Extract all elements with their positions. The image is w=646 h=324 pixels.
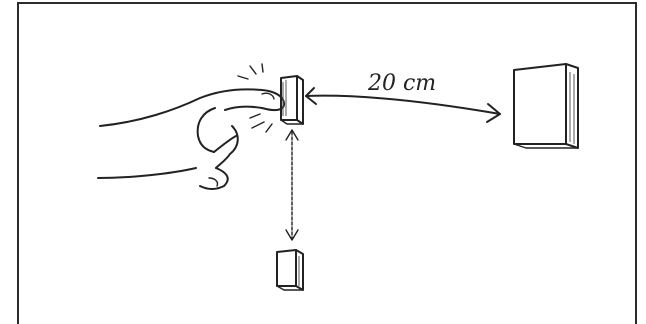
hand-illustration [98, 89, 284, 189]
pressed-sensor [281, 76, 303, 124]
small-receiver-block [277, 250, 303, 290]
distance-label: 20 cm [367, 71, 436, 96]
receiver-panel [514, 64, 578, 148]
press-motion-marks [238, 64, 272, 132]
vertical-arrow [286, 130, 298, 240]
